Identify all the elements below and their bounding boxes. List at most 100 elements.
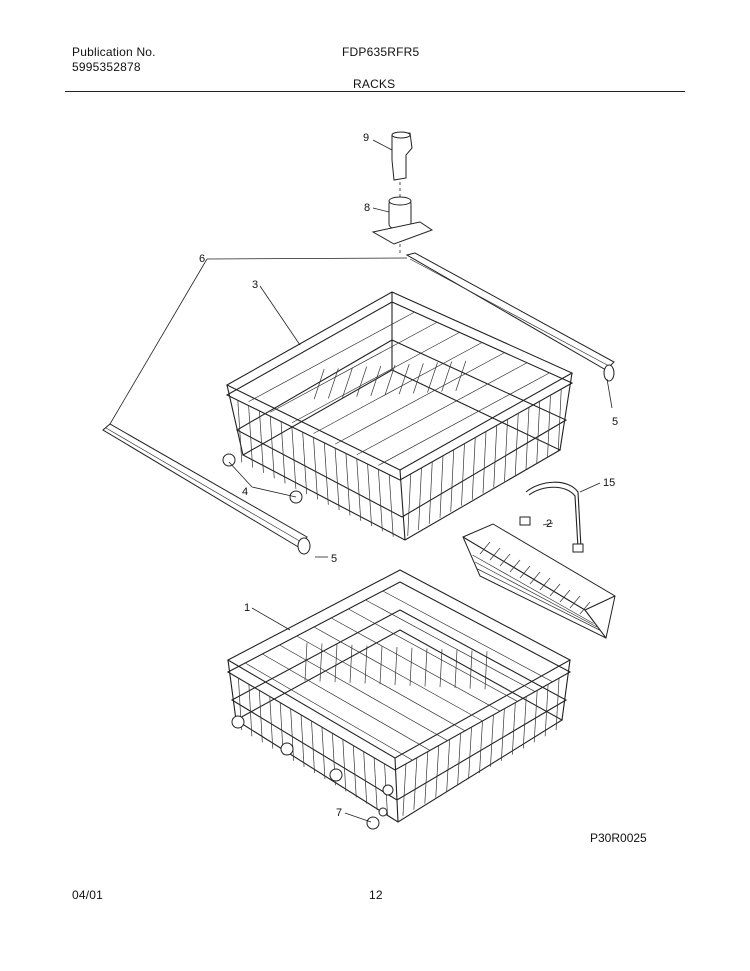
wire: [424, 751, 429, 804]
wire: [248, 405, 253, 468]
wire: [441, 361, 452, 392]
wire: [519, 565, 531, 579]
wire: [457, 733, 461, 786]
part-1-lower-rack: [226, 569, 572, 823]
part-9-nozzle: [391, 131, 413, 198]
wire: [296, 635, 466, 732]
wire: [384, 364, 396, 396]
wire: [262, 653, 431, 751]
wire: [394, 646, 398, 686]
wire: [258, 690, 263, 743]
wire: [402, 763, 407, 816]
wire: [418, 467, 422, 530]
wire: [477, 568, 601, 631]
wire: [398, 364, 410, 395]
wire: [328, 368, 339, 399]
wire: [472, 554, 594, 624]
header-rule: [65, 91, 685, 92]
wire: [439, 455, 444, 518]
wire: [348, 608, 518, 702]
wire: [525, 407, 530, 470]
wire: [334, 352, 505, 445]
wire: [509, 559, 521, 573]
wire: [501, 708, 505, 761]
wire: [319, 643, 323, 682]
wire: [248, 311, 415, 402]
wire: [270, 321, 438, 413]
callout-9: 9: [363, 132, 369, 144]
wire: [499, 553, 511, 567]
part-4-rollers: [222, 453, 303, 504]
wire: [407, 473, 412, 536]
wire: [304, 642, 308, 681]
footer-date: 04/01: [72, 888, 104, 902]
wire: [435, 745, 440, 798]
wire: [559, 589, 571, 603]
wire: [479, 541, 491, 555]
callout-5-right: 5: [612, 416, 618, 428]
wire: [356, 458, 362, 521]
wire: [529, 571, 541, 585]
wire: [471, 437, 476, 500]
wire: [427, 362, 438, 393]
wire: [313, 342, 483, 434]
callout-7: 7: [336, 807, 342, 819]
callout-8: 8: [364, 202, 370, 214]
part-8-spray-bearing: [371, 196, 434, 254]
wire: [479, 720, 483, 774]
publication-number: 5995352878: [72, 60, 141, 74]
wire: [413, 757, 418, 810]
wire: [489, 547, 501, 561]
wire: [455, 360, 467, 391]
callout-4: 4: [242, 486, 248, 498]
wire: [356, 366, 367, 397]
part-6-right-track: [405, 252, 615, 382]
wire: [378, 372, 550, 466]
wire: [279, 644, 448, 741]
part-6-left-track: [102, 423, 311, 555]
wire: [469, 650, 473, 689]
wire: [321, 727, 326, 780]
wire: [367, 464, 372, 527]
wire: [379, 646, 383, 685]
wire: [280, 421, 286, 484]
part-15-basket-handle: [519, 481, 584, 553]
wire: [413, 363, 424, 394]
wire: [365, 599, 536, 692]
callout-6: 6: [199, 253, 205, 265]
wire: [544, 684, 549, 737]
callout-15: 15: [603, 477, 615, 489]
wire: [549, 583, 561, 597]
wire: [363, 751, 368, 804]
wire: [313, 369, 325, 400]
page-number: 12: [369, 888, 383, 902]
wire: [291, 426, 297, 489]
callout-1: 1: [244, 602, 250, 614]
wire: [547, 395, 551, 458]
wire: [539, 577, 551, 591]
wire: [323, 442, 329, 505]
wire: [511, 702, 516, 755]
callout-5-left: 5: [331, 553, 337, 565]
wire: [291, 332, 460, 424]
wire: [454, 649, 458, 688]
wire: [237, 400, 243, 463]
wire: [378, 469, 383, 532]
wire: [356, 362, 528, 456]
part-2-silverware-basket: [462, 523, 616, 639]
wire: [302, 432, 308, 495]
wire: [461, 443, 465, 506]
wire: [468, 727, 472, 780]
callout-3: 3: [252, 279, 258, 291]
wire: [248, 684, 253, 737]
wire: [334, 644, 338, 683]
wire: [269, 696, 274, 749]
publication-label: Publication No.: [72, 45, 156, 59]
wire: [342, 739, 347, 792]
part-3-upper-rack: [225, 291, 574, 541]
wire: [555, 678, 560, 731]
wire: [428, 461, 433, 524]
wire: [493, 425, 498, 488]
wire: [352, 745, 357, 798]
wire: [349, 644, 353, 683]
